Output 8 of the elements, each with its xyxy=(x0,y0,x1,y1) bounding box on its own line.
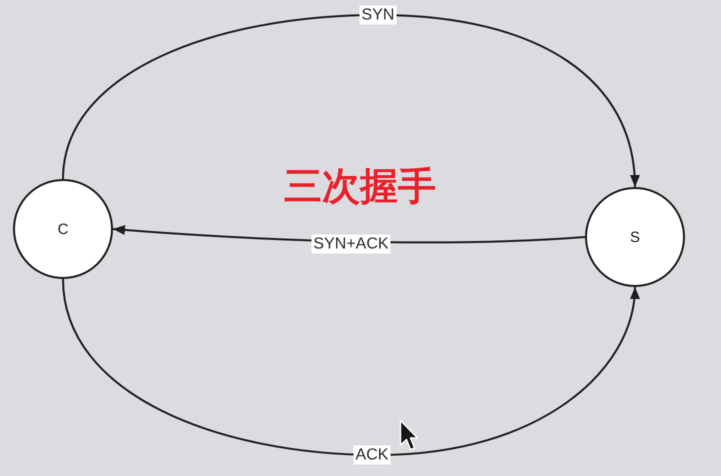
circle-node: S xyxy=(585,187,685,287)
edge-label: SYN+ACK xyxy=(311,234,391,254)
circle-node: C xyxy=(13,179,113,279)
edge-label: ACK xyxy=(354,446,390,464)
arrow xyxy=(62,14,640,188)
arrow xyxy=(62,278,639,456)
edge-label: SYN xyxy=(360,6,396,24)
title: 三次握手 xyxy=(284,164,436,208)
